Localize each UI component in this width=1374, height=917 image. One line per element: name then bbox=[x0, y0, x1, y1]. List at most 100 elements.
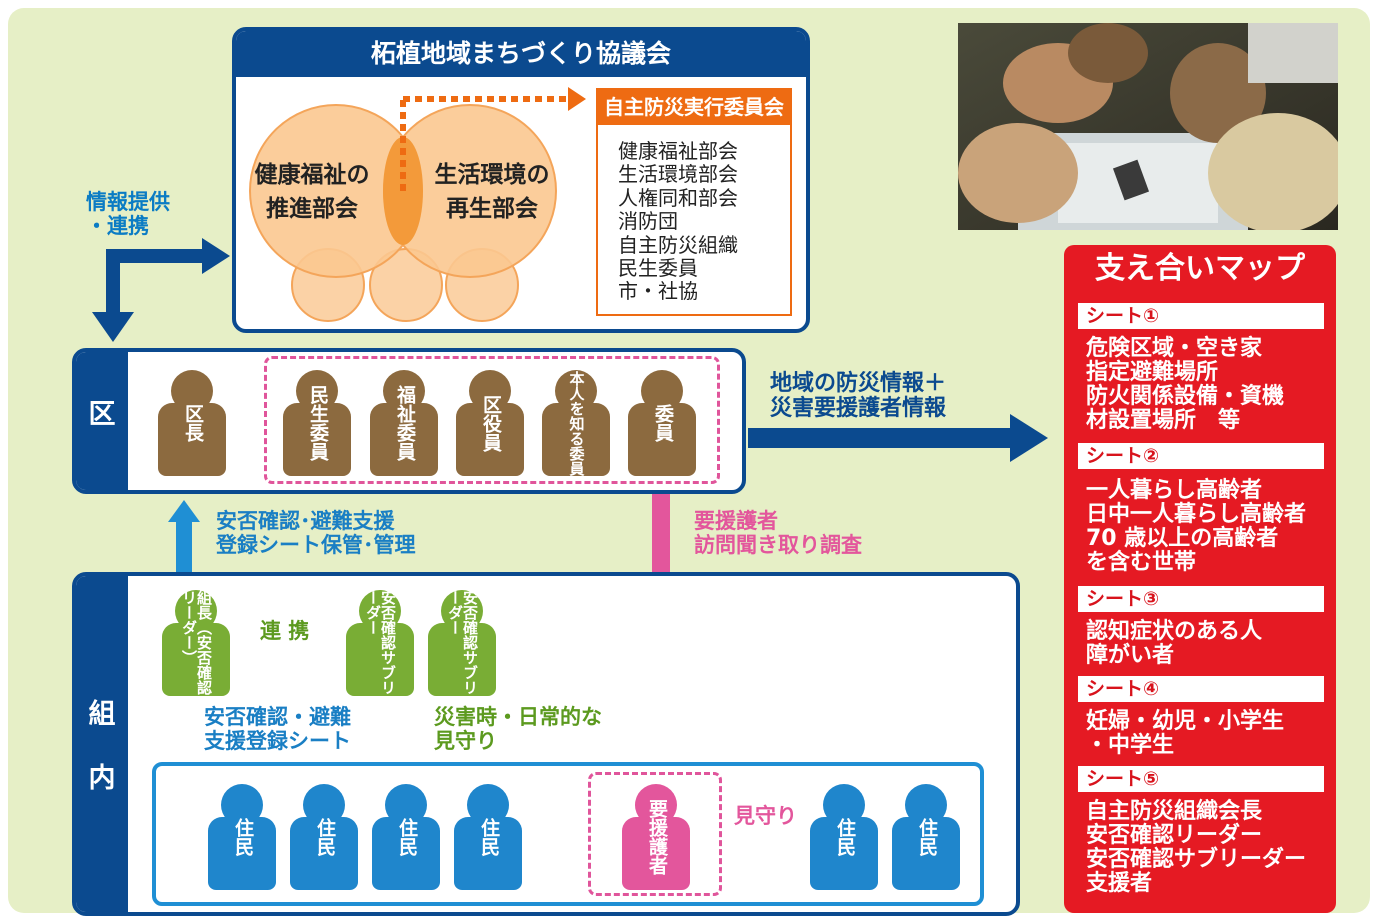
person-fukushi-iin: 福祉委員 bbox=[370, 370, 438, 476]
sheet-line: 材設置場所 等 bbox=[1086, 408, 1241, 433]
watch-label-line1: 災害時・日常的な bbox=[434, 705, 602, 729]
ku-label: 区 bbox=[88, 399, 116, 430]
resident-label: 住民 bbox=[915, 818, 938, 856]
person-resident: 住民 bbox=[892, 784, 960, 890]
disaster-info-label: 地域の防災情報＋ 災害要援護者情報 bbox=[770, 371, 947, 421]
register-label-line2: 支援登録シート bbox=[204, 728, 351, 753]
committee-list: 健康福祉部会 生活環境部会 人権同和部会 消防団 自主防災組織 民生委員 市・社… bbox=[618, 139, 738, 304]
committee-member: 民生委員 bbox=[618, 256, 698, 281]
mimamori-label: 見守り bbox=[734, 804, 797, 828]
circle-left-label: 健康福祉の 推進部会 bbox=[252, 162, 372, 223]
committee-title: 自主防災実行委員会 bbox=[598, 89, 790, 125]
leader-label: 組長（安否確認リーダー） bbox=[180, 590, 213, 695]
disaster-info-line2: 災害要援護者情報 bbox=[770, 395, 947, 421]
photo-illustration bbox=[958, 23, 1338, 230]
target-group bbox=[588, 772, 722, 896]
person-resident: 住民 bbox=[290, 784, 358, 890]
sheet-line: 一人暮らし高齢者 bbox=[1086, 478, 1263, 503]
ku-member-label: 区役員 bbox=[479, 394, 502, 452]
visit-label: 要援護者 訪問聞き取り調査 bbox=[694, 509, 862, 557]
sheet-label: シート③ bbox=[1078, 586, 1324, 612]
meeting-photo bbox=[958, 23, 1338, 230]
up-arrow-ku bbox=[168, 500, 200, 572]
sheet-4-text: 妊婦・幼児・小学生 ・中学生 bbox=[1086, 710, 1336, 758]
committee-member: 人権同和部会 bbox=[618, 185, 738, 210]
person-resident: 住民 bbox=[372, 784, 440, 890]
sheet-line: 認知症状のある人 bbox=[1086, 619, 1263, 644]
disaster-info-line1: 地域の防災情報＋ bbox=[770, 371, 947, 396]
resident-label: 住民 bbox=[395, 818, 418, 856]
person-iin: 委員 bbox=[628, 370, 696, 476]
sheet-1-text: 危険区域・空き家 指定避難場所 防火関係設備・資機 材設置場所 等 bbox=[1086, 337, 1336, 433]
sheet-line: 指定避難場所 bbox=[1086, 360, 1219, 385]
circle-left-line1: 健康福祉の bbox=[254, 162, 370, 188]
ku-member-label: 福祉委員 bbox=[393, 385, 416, 461]
sheet-line: 自主防災組織会長 bbox=[1086, 799, 1263, 824]
circle-right-line2: 再生部会 bbox=[446, 195, 538, 222]
visit-label-line1: 要援護者 bbox=[694, 509, 778, 533]
person-sub-leader: 安否確認サブリーダー bbox=[428, 590, 496, 696]
sheet-line: 障がい者 bbox=[1086, 643, 1175, 668]
committee-member: 健康福祉部会 bbox=[618, 139, 738, 163]
resident-label: 住民 bbox=[313, 818, 336, 856]
sheet-label: シート④ bbox=[1078, 676, 1324, 702]
safety-label-line2: 登録シート保管･管理 bbox=[216, 532, 416, 557]
sheet-3-text: 認知症状のある人 障がい者 bbox=[1086, 620, 1336, 668]
info-label: 情報提供 ・連携 bbox=[86, 190, 170, 238]
watch-label: 災害時・日常的な 見守り bbox=[434, 705, 602, 753]
support-map-panel bbox=[1064, 245, 1336, 913]
sheet-label: シート⑤ bbox=[1078, 766, 1324, 792]
resident-label: 住民 bbox=[231, 818, 254, 856]
ku-member-label: 民生委員 bbox=[306, 385, 329, 461]
ku-side-bar bbox=[76, 352, 128, 490]
safety-label: 安否確認･避難支援 登録シート保管･管理 bbox=[216, 509, 416, 557]
circle-left-line2: 推進部会 bbox=[266, 195, 358, 222]
ku-member-label: 本人を知る委員 bbox=[567, 370, 586, 476]
kumi-label-1: 組 bbox=[88, 699, 116, 730]
circle-right-label: 生活環境の 再生部会 bbox=[422, 162, 562, 223]
sheet-2-text: 一人暮らし高齢者 日中一人暮らし高齢者 70 歳以上の高齢者 を含む世帯 bbox=[1086, 479, 1336, 575]
ku-member-label: 委員 bbox=[651, 404, 674, 442]
committee-member: 自主防災組織 bbox=[618, 232, 738, 257]
person-resident: 住民 bbox=[810, 784, 878, 890]
sheet-label: シート② bbox=[1078, 443, 1324, 469]
sub-leader-label: 安否確認サブリーダー bbox=[446, 590, 479, 695]
person-resident: 住民 bbox=[454, 784, 522, 890]
register-label: 安否確認・避難 支援登録シート bbox=[204, 705, 351, 753]
sheet-line: 支援者 bbox=[1086, 871, 1153, 896]
person-group-leader: 組長（安否確認リーダー） bbox=[162, 590, 230, 696]
kumi-label-2: 内 bbox=[88, 763, 116, 794]
resident-label: 住民 bbox=[833, 818, 856, 856]
sheet-line: 安否確認リーダー bbox=[1086, 823, 1263, 848]
support-map-title: 支え合いマップ bbox=[1095, 251, 1305, 286]
kumi-side-bar bbox=[76, 576, 128, 912]
resident-label: 住民 bbox=[477, 818, 500, 856]
person-minsei-iin: 民生委員 bbox=[283, 370, 351, 476]
person-honnin-wo-shiru-iin: 本人を知る委員 bbox=[542, 370, 610, 476]
sheet-line: 日中一人暮らし高齢者 bbox=[1086, 502, 1307, 527]
committee-member: 消防団 bbox=[618, 209, 678, 234]
sheet-line: 70 歳以上の高齢者 bbox=[1086, 526, 1279, 551]
target-label: 要援護者 bbox=[645, 799, 668, 875]
sheet-label: シート① bbox=[1078, 303, 1324, 329]
info-arrow bbox=[92, 238, 230, 342]
ku-member-label: 区長 bbox=[181, 404, 204, 442]
council-title: 柘植地域まちづくり協議会 bbox=[236, 31, 806, 77]
sheet-line: 防火関係設備・資機 bbox=[1086, 384, 1285, 409]
committee-member: 生活環境部会 bbox=[618, 162, 738, 187]
committee-member: 市・社協 bbox=[618, 279, 698, 304]
sheet-line: 危険区域・空き家 bbox=[1086, 336, 1263, 361]
person-ku-chief: 区長 bbox=[158, 370, 226, 476]
circle-right-line1: 生活環境の bbox=[434, 162, 550, 188]
sheet-line: 安否確認サブリーダー bbox=[1086, 847, 1307, 872]
visit-label-line2: 訪問聞き取り調査 bbox=[694, 532, 862, 557]
person-ku-yakuin: 区役員 bbox=[456, 370, 524, 476]
sheet-line: 妊婦・幼児・小学生 bbox=[1086, 709, 1285, 734]
council-venn bbox=[249, 87, 586, 322]
safety-label-line1: 安否確認･避難支援 bbox=[216, 509, 395, 533]
renkei-label: 連 携 bbox=[260, 619, 310, 643]
register-label-line1: 安否確認・避難 bbox=[204, 705, 351, 729]
person-resident: 住民 bbox=[208, 784, 276, 890]
sheet-line: を含む世帯 bbox=[1086, 550, 1197, 575]
